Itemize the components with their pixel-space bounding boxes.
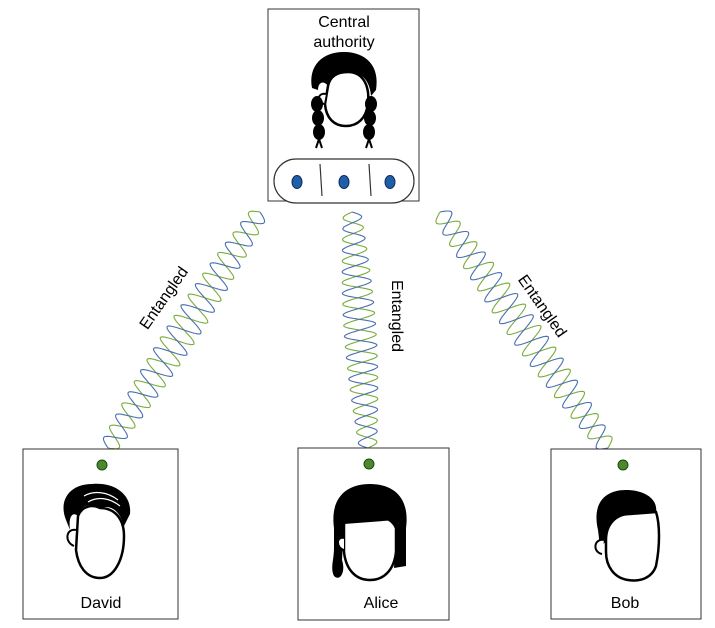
qubit-dot — [384, 175, 396, 189]
qubit-dot — [617, 459, 629, 471]
qubit-dot — [96, 459, 108, 471]
helix-strand — [439, 210, 609, 450]
qubit-dot — [363, 458, 375, 470]
link-label-david: Entangled — [137, 264, 192, 333]
user-node-david: David — [22, 448, 179, 620]
helix-strand — [102, 211, 266, 449]
girl-bob-hair-icon — [332, 484, 407, 582]
man-short-hair-icon — [594, 490, 661, 582]
qubit-dot — [338, 175, 350, 189]
entangled-link-bob — [435, 210, 613, 450]
central-authority-node: Central authority — [267, 8, 420, 204]
qubit-register — [273, 158, 415, 204]
entangled-link-david — [102, 210, 266, 450]
user-node-alice: Alice — [297, 447, 450, 621]
woman-braids-icon — [311, 52, 377, 149]
qubit-dot — [291, 175, 303, 189]
helix-strand — [341, 211, 379, 449]
central-label-line1: Central — [318, 14, 370, 31]
man-wavy-hair-icon — [63, 483, 131, 580]
link-label-alice: Entangled — [388, 280, 405, 352]
central-label-line2: authority — [313, 34, 374, 51]
user-name-bob: Bob — [611, 595, 640, 612]
entangled-link-alice — [341, 211, 379, 449]
user-node-bob: Bob — [550, 448, 702, 620]
entanglement-links — [102, 210, 613, 450]
user-name-david: David — [81, 595, 122, 612]
user-name-alice: Alice — [364, 595, 399, 612]
